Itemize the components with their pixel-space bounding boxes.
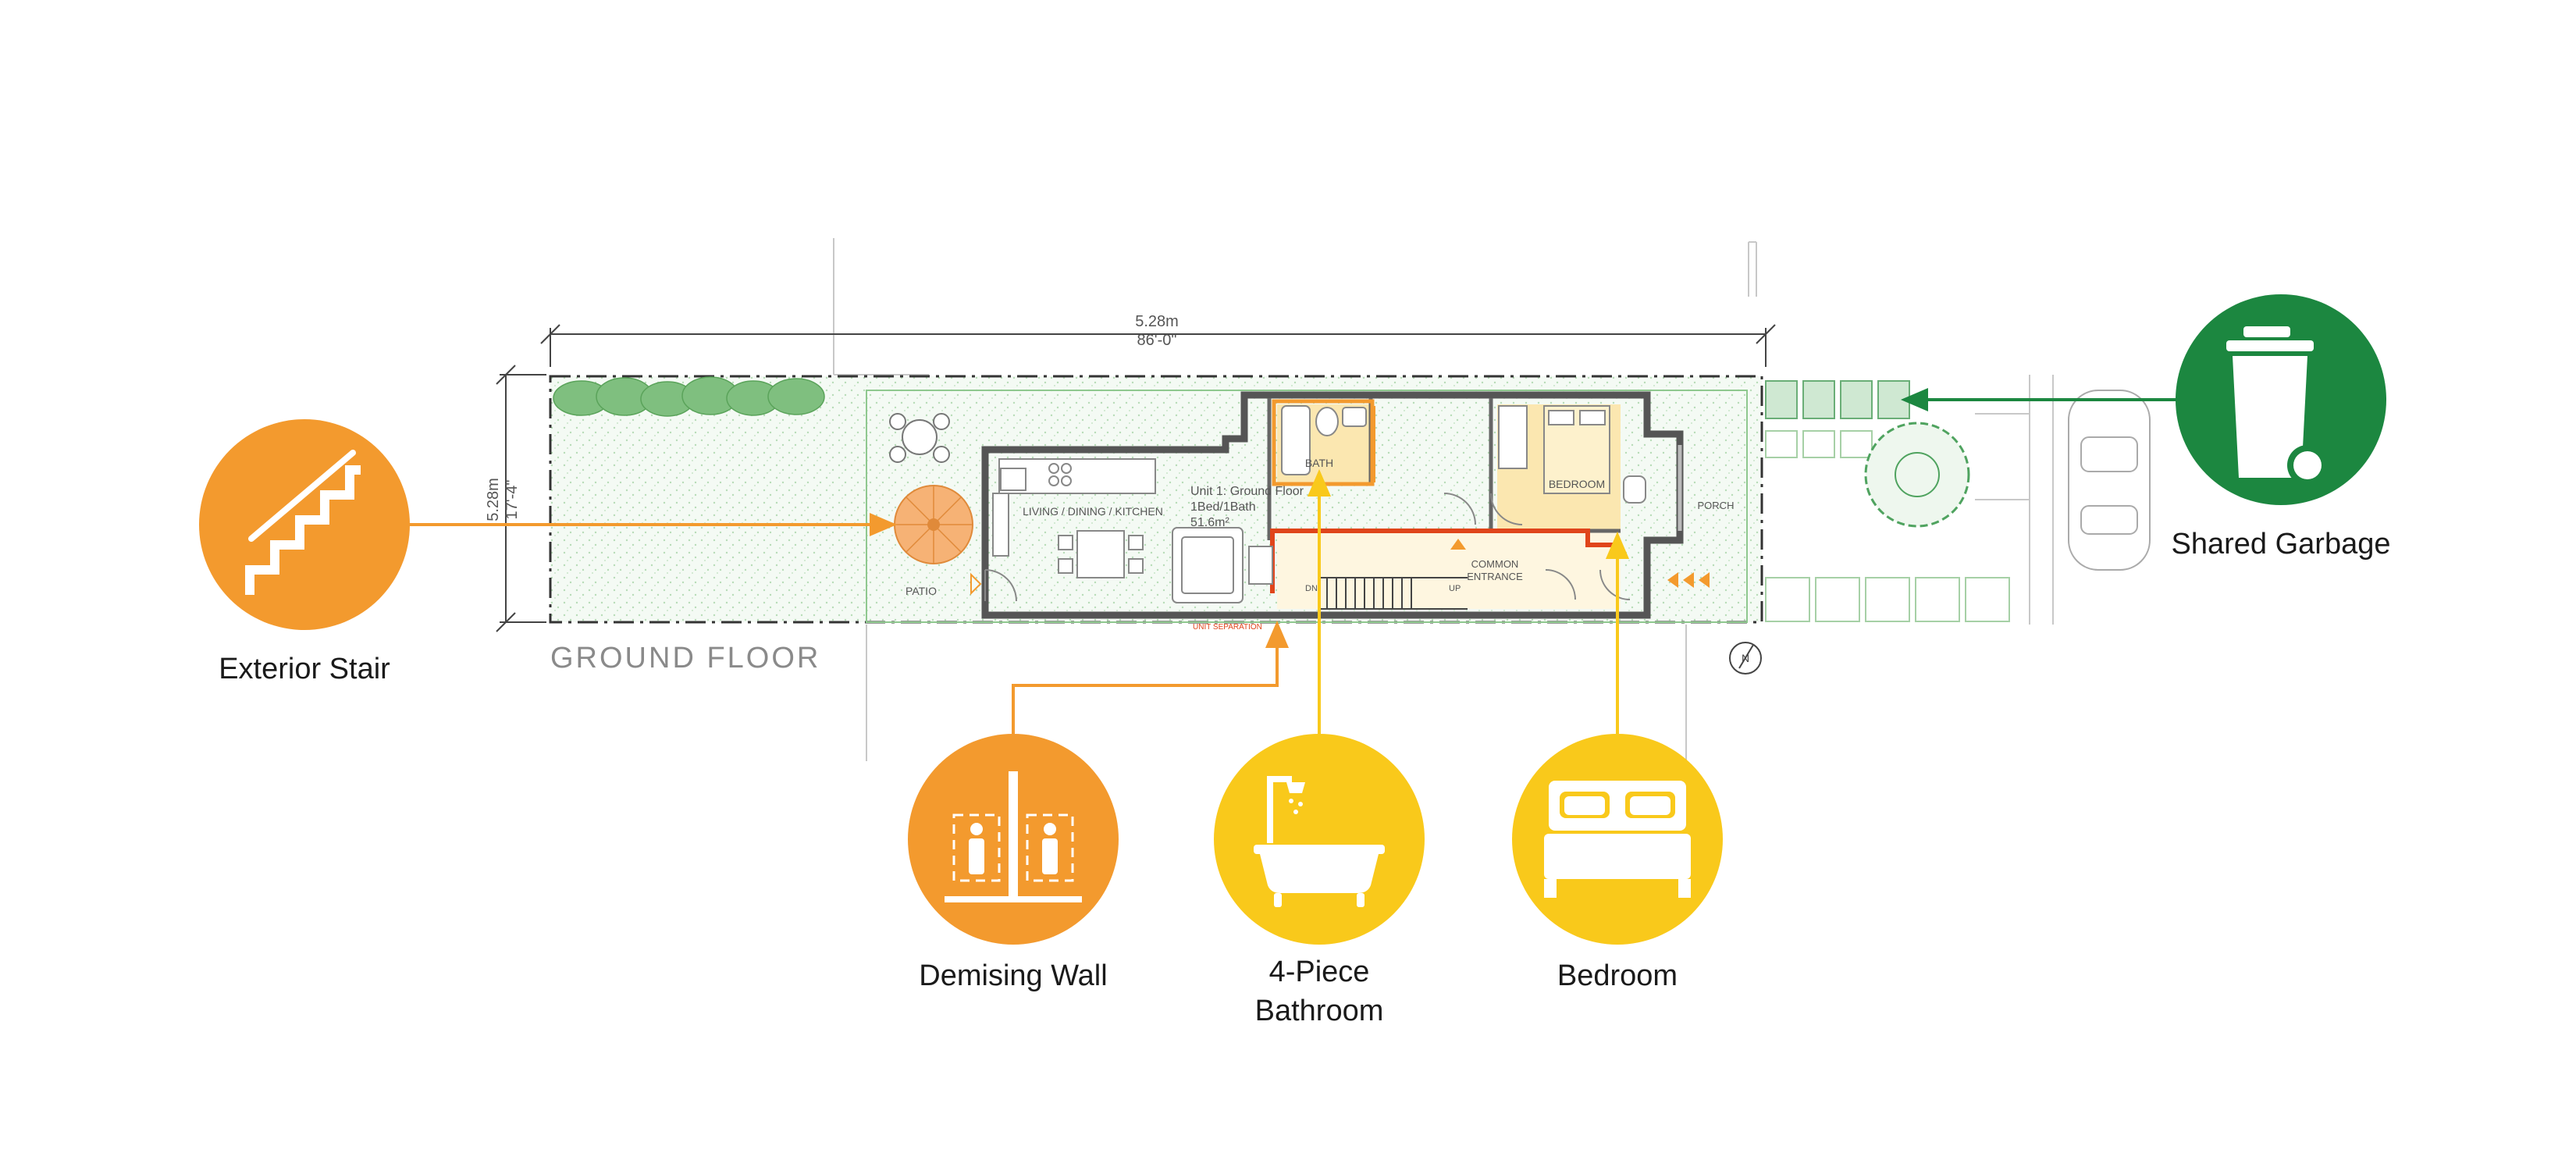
bathroom-label-line1: 4-Piece [1268,956,1370,988]
doors [984,493,1631,602]
bedroom-callout [1512,734,1723,945]
living-label: LIVING / DINING / KITCHEN [1023,505,1163,518]
unit-info-line1: Unit 1: Ground Floor [1190,485,1304,498]
stair-icon [245,450,361,595]
stair-up-label: UP [1449,584,1461,593]
exterior-stair-label: Exterior Stair [219,653,390,685]
front-pavers [1765,430,2010,622]
yard-outline [866,390,1748,623]
dining-table [1058,530,1144,578]
sofa [1172,527,1273,603]
common-label-2: ENTRANCE [1467,571,1523,582]
depth-dim-m: 5.28m [485,478,502,521]
leader-exterior-stair [406,512,898,537]
spiral-stair [894,485,973,564]
kitchen-fixtures [992,458,1156,557]
bedroom-label: Bedroom [1557,959,1678,992]
unit-info-line2: 1Bed/1Bath [1190,500,1256,514]
leader-shared-garbage [1900,387,2178,412]
bath-label: BATH [1305,457,1333,469]
north-label: N [1742,652,1749,664]
building-walls [981,391,1684,619]
leader-bathroom [1307,468,1332,734]
bathroom-label-line2: Bathroom [1254,995,1384,1027]
sidewalk-lines [1975,375,2030,625]
common-label-1: COMMON [1471,558,1519,570]
entry-marker [1450,539,1466,550]
demising-wall-callout [908,734,1119,945]
hedge [553,376,825,417]
unit-info-line3: 51.6m² [1190,516,1229,529]
shared-garbage-label: Shared Garbage [2171,528,2391,561]
context-lines [833,238,2054,761]
depth-dimension [496,365,546,632]
bath-fixtures [1281,405,1367,475]
width-dim-m: 5.28m [1135,313,1179,330]
garbage-bin-icon [2226,326,2328,486]
porch-arrows [1667,572,1710,588]
bed-icon [1544,781,1691,898]
parked-car [2068,390,2151,571]
patio-furniture [889,413,950,463]
bedroom-label: BEDROOM [1549,478,1605,490]
demising-wall-icon [945,771,1082,902]
width-dim-ft: 86'-0" [1137,332,1177,349]
bathtub-icon [1254,776,1385,907]
leader-bedroom [1605,531,1630,734]
north-arrow [1729,642,1762,674]
porch-label: PORCH [1698,500,1735,511]
leader-demising-wall [1012,620,1290,734]
unit-separation-label: UNIT SEPARATION [1193,623,1262,632]
patio-label: PATIO [906,585,937,597]
depth-dim-ft: 17'-4" [503,480,521,520]
front-tree [1864,422,1970,528]
patio-entry-arrow [970,572,982,596]
bedroom-furniture [1498,405,1646,504]
bathroom-callout [1214,734,1425,945]
exterior-stair-callout [199,419,410,630]
floor-title: GROUND FLOOR [550,642,820,674]
garbage-pads [1765,380,1910,419]
demising-wall-label: Demising Wall [919,959,1108,992]
corridor-highlight [1277,531,1621,609]
shared-garbage-callout [2176,294,2386,505]
stair-dn-label: DN [1305,584,1318,593]
width-dimension [540,324,1776,367]
interior-stair [1319,577,1468,610]
